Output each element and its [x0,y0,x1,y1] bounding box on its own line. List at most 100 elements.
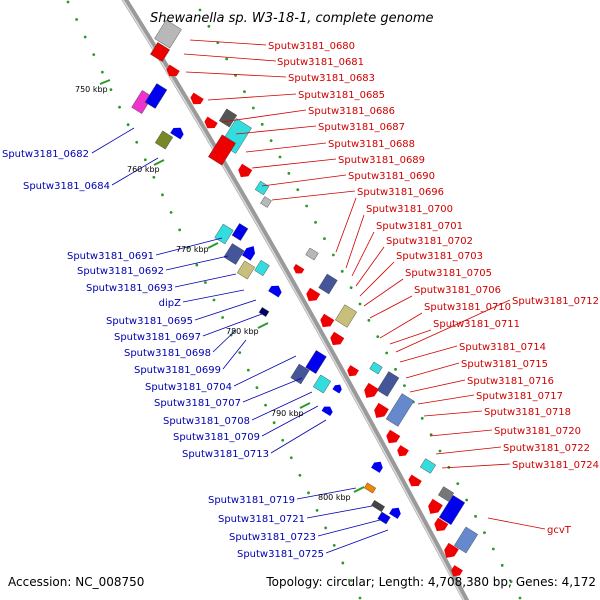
tick-dot [278,155,282,159]
leader-line-reverse [306,505,373,519]
gene-label-forward[interactable]: Sputw3181_0703 [396,251,483,262]
leader-line-reverse [251,391,313,421]
gene-label-forward[interactable]: Sputw3181_0716 [467,376,554,387]
gene-label-forward[interactable]: Sputw3181_0701 [376,221,463,232]
gene-box [377,511,391,525]
gene-label-reverse[interactable]: Sputw3181_0721 [218,514,305,525]
tick-dot [225,57,229,61]
gene-glyph [144,83,168,109]
tick-dot [289,456,293,460]
gene-label-forward[interactable]: Sputw3181_0681 [277,57,364,68]
gene-label-reverse[interactable]: Sputw3181_0704 [145,382,232,393]
gene-glyph [428,498,443,514]
gene-label-reverse[interactable]: Sputw3181_0695 [106,316,193,327]
tick-dot [349,286,353,290]
leader-line-forward [487,517,546,530]
gene-box [144,83,168,109]
kbp-ticks [99,79,365,493]
gene-label-reverse[interactable]: Sputw3181_0719 [208,495,295,506]
leader-line-forward [351,231,375,277]
gene-box [419,458,437,474]
tick-dot [161,193,164,197]
leader-line-reverse [155,237,223,256]
gene-label-forward[interactable]: Sputw3181_0688 [328,139,415,150]
gene-label-forward[interactable]: Sputw3181_0710 [424,302,511,313]
gene-glyph [236,260,256,280]
tick-dot [66,0,70,4]
gene-glyphs [131,19,479,577]
gene-label-forward[interactable]: Sputw3181_0683 [288,73,375,84]
gene-glyph [397,445,409,457]
gene-label-reverse[interactable]: Sputw3181_0684 [23,181,110,192]
gene-glyph [190,92,204,105]
gene-label-forward[interactable]: Sputw3181_0720 [494,426,581,437]
gene-glyph [371,500,385,512]
gene-glyph [254,259,270,277]
tick-dot [367,318,371,322]
gene-label-forward[interactable]: Sputw3181_0687 [318,122,405,133]
gene-label-reverse[interactable]: Sputw3181_0723 [229,532,316,543]
gene-label-reverse[interactable]: dipZ [159,298,181,309]
gene-label-reverse[interactable]: Sputw3181_0713 [182,449,269,460]
gene-label-forward[interactable]: Sputw3181_0689 [338,155,425,166]
gene-label-reverse[interactable]: Sputw3181_0707 [154,398,241,409]
tick-dot [143,158,147,162]
gene-label-reverse[interactable]: Sputw3181_0708 [163,416,250,427]
tick-dot [126,123,130,127]
gene-label-forward[interactable]: Sputw3181_0722 [503,443,590,454]
gene-label-forward[interactable]: Sputw3181_0680 [268,41,355,52]
gene-glyph [318,273,338,295]
gene-label-reverse[interactable]: Sputw3181_0697 [114,332,201,343]
gene-label-forward[interactable]: Sputw3181_0686 [308,106,395,117]
gene-label-reverse[interactable]: Sputw3181_0709 [173,432,260,443]
gene-glyph [363,482,377,494]
gene-label-reverse[interactable]: Sputw3181_0693 [86,283,173,294]
gene-arrow [451,565,463,577]
gene-label-forward[interactable]: Sputw3181_0714 [459,342,546,353]
gene-label-forward[interactable]: gcvT [547,525,572,536]
gene-glyph [231,223,249,241]
gene-box [305,247,319,261]
gene-label-forward[interactable]: Sputw3181_0702 [386,236,473,247]
leader-line-reverse [261,405,319,437]
gene-box [154,19,182,49]
leader-line-reverse [233,355,297,387]
gene-label-forward[interactable]: Sputw3181_0685 [298,90,385,101]
gene-label-forward[interactable]: Sputw3181_0705 [405,268,492,279]
gene-label-forward[interactable]: Sputw3181_0724 [512,460,599,471]
gene-label-reverse[interactable]: Sputw3181_0682 [2,149,89,160]
tick-dot [169,210,173,214]
gene-glyph [306,287,321,302]
gene-label-forward[interactable]: Sputw3181_0718 [484,407,571,418]
tick-dot [269,139,273,143]
gene-label-forward[interactable]: Sputw3181_0711 [433,319,520,330]
gene-glyph [258,307,270,317]
gene-label-reverse[interactable]: Sputw3181_0691 [67,251,154,262]
gene-label-forward[interactable]: Sputw3181_0700 [366,204,453,215]
leader-line-forward [185,71,287,78]
gene-label-forward[interactable]: Sputw3181_0690 [348,171,435,182]
tick-dot [296,188,300,192]
gene-box [260,196,272,208]
tick-dot [243,90,246,94]
leader-line-forward [417,394,475,405]
gene-glyph [386,429,401,444]
gene-arrow [434,517,449,532]
tick-dot [324,526,328,530]
gene-box [305,350,327,374]
gene-box [254,259,270,277]
gene-label-reverse[interactable]: Sputw3181_0699 [134,365,221,376]
tick-dot [238,351,242,354]
gene-arrow-reverse [332,384,342,394]
gene-label-forward[interactable]: Sputw3181_0715 [461,359,548,370]
gene-label-forward[interactable]: Sputw3181_0706 [414,285,501,296]
leader-line-forward [429,429,493,437]
tick-dot [264,403,267,407]
gene-label-forward[interactable]: Sputw3181_0696 [357,187,444,198]
gene-label-forward[interactable]: Sputw3181_0712 [512,296,599,307]
gene-box [453,526,479,554]
gene-label-reverse[interactable]: Sputw3181_0725 [237,549,324,560]
gene-label-reverse[interactable]: Sputw3181_0698 [124,348,211,359]
gene-label-reverse[interactable]: Sputw3181_0692 [77,266,164,277]
gene-label-forward[interactable]: Sputw3181_0717 [476,391,563,402]
